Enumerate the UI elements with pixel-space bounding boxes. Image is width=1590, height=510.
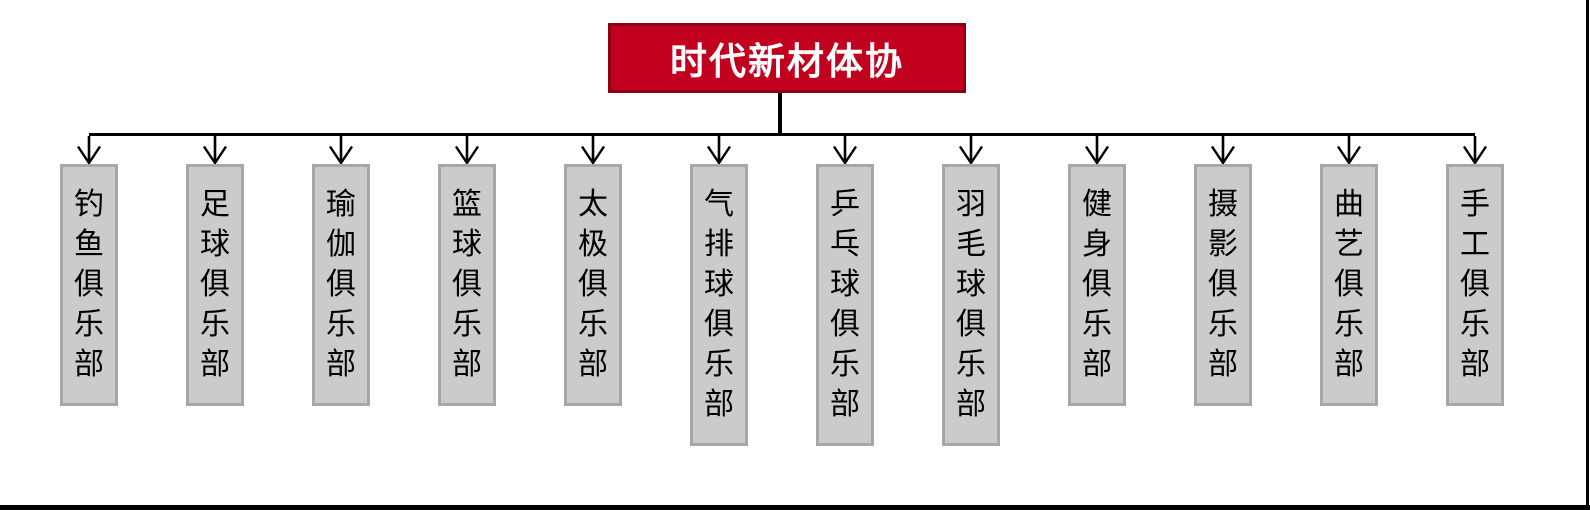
- club-node-label: 健身俱乐部: [1082, 188, 1112, 381]
- arrow-down-icon: [455, 136, 479, 164]
- arrow-down-icon: [581, 136, 605, 164]
- club-node-label: 手工俱乐部: [1460, 188, 1490, 381]
- connector-horizontal-line: [89, 133, 1475, 136]
- club-row: 钓鱼俱乐部 足球俱乐部 瑜伽俱乐部: [26, 136, 1538, 446]
- club-column: 羽毛球俱乐部: [908, 136, 1034, 446]
- club-node: 气排球俱乐部: [690, 164, 748, 446]
- club-node-label: 摄影俱乐部: [1208, 188, 1238, 381]
- arrow-down-icon: [959, 136, 983, 164]
- club-column: 足球俱乐部: [152, 136, 278, 446]
- connector-root-stub: [778, 93, 782, 133]
- arrow-down-icon: [707, 136, 731, 164]
- club-node: 健身俱乐部: [1068, 164, 1126, 406]
- arrow-down-icon: [77, 136, 101, 164]
- club-column: 摄影俱乐部: [1160, 136, 1286, 446]
- club-node-label: 羽毛球俱乐部: [956, 188, 986, 421]
- arrow-down-icon: [833, 136, 857, 164]
- club-node: 乒乓球俱乐部: [816, 164, 874, 446]
- club-node-label: 太极俱乐部: [578, 188, 608, 381]
- arrow-down-icon: [1085, 136, 1109, 164]
- club-node-label: 钓鱼俱乐部: [74, 188, 104, 381]
- club-node: 曲艺俱乐部: [1320, 164, 1378, 406]
- root-node-label: 时代新材体协: [670, 41, 904, 82]
- club-column: 篮球俱乐部: [404, 136, 530, 446]
- club-node: 太极俱乐部: [564, 164, 622, 406]
- club-node: 摄影俱乐部: [1194, 164, 1252, 406]
- arrow-down-icon: [1211, 136, 1235, 164]
- club-node-label: 乒乓球俱乐部: [830, 188, 860, 421]
- club-column: 手工俱乐部: [1412, 136, 1538, 446]
- club-column: 气排球俱乐部: [656, 136, 782, 446]
- club-column: 瑜伽俱乐部: [278, 136, 404, 446]
- root-node: 时代新材体协: [608, 23, 966, 93]
- club-column: 健身俱乐部: [1034, 136, 1160, 446]
- club-column: 曲艺俱乐部: [1286, 136, 1412, 446]
- club-node: 瑜伽俱乐部: [312, 164, 370, 406]
- club-column: 太极俱乐部: [530, 136, 656, 446]
- club-column: 乒乓球俱乐部: [782, 136, 908, 446]
- page-edge-right: [1586, 0, 1589, 510]
- club-column: 钓鱼俱乐部: [26, 136, 152, 446]
- page-edge-bottom: [0, 505, 1590, 510]
- club-node: 篮球俱乐部: [438, 164, 496, 406]
- arrow-down-icon: [1463, 136, 1487, 164]
- club-node-label: 瑜伽俱乐部: [326, 188, 356, 381]
- club-node: 羽毛球俱乐部: [942, 164, 1000, 446]
- club-node: 足球俱乐部: [186, 164, 244, 406]
- club-node-label: 气排球俱乐部: [704, 188, 734, 421]
- arrow-down-icon: [1337, 136, 1361, 164]
- club-node-label: 曲艺俱乐部: [1334, 188, 1364, 381]
- club-node-label: 足球俱乐部: [200, 188, 230, 381]
- club-node: 钓鱼俱乐部: [60, 164, 118, 406]
- arrow-down-icon: [329, 136, 353, 164]
- arrow-down-icon: [203, 136, 227, 164]
- club-node: 手工俱乐部: [1446, 164, 1504, 406]
- club-node-label: 篮球俱乐部: [452, 188, 482, 381]
